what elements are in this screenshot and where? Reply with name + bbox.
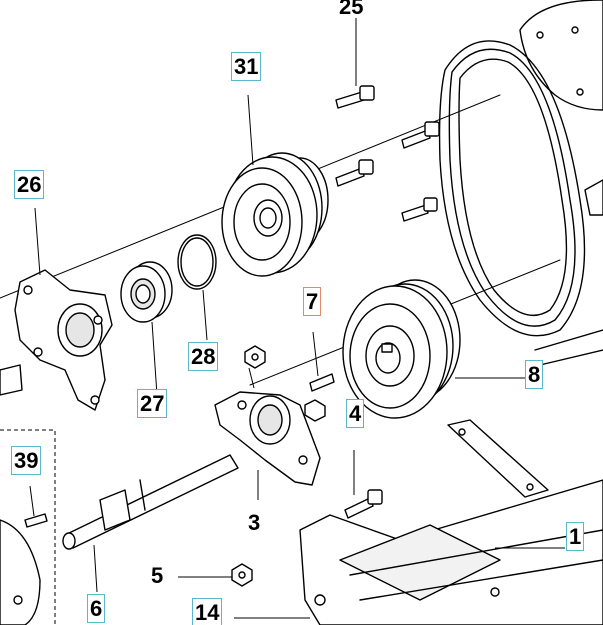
bolt-upper-a bbox=[401, 121, 440, 149]
bolt-upper-b bbox=[335, 159, 374, 187]
bolt-upper-c bbox=[401, 197, 438, 222]
bearing-27 bbox=[120, 261, 173, 323]
callout-4[interactable]: 4 bbox=[346, 399, 365, 428]
bracket-right bbox=[447, 419, 549, 498]
pin-39 bbox=[24, 513, 48, 528]
v-belt bbox=[438, 40, 586, 337]
key-7 bbox=[309, 373, 335, 392]
callout-7[interactable]: 7 bbox=[303, 287, 322, 316]
callout-28[interactable]: 28 bbox=[188, 342, 219, 371]
bolt-4 bbox=[344, 489, 383, 519]
callout-27[interactable]: 27 bbox=[137, 389, 168, 418]
part-edge-right-upper bbox=[584, 179, 603, 216]
callout-39[interactable]: 39 bbox=[11, 446, 42, 475]
callout-14[interactable]: 14 bbox=[192, 598, 223, 625]
disc-bottom-left bbox=[0, 519, 41, 625]
shaft-6 bbox=[62, 454, 239, 550]
callout-5[interactable]: 5 bbox=[151, 563, 164, 588]
hub-26 bbox=[0, 269, 113, 411]
bolt-25 bbox=[335, 85, 375, 109]
nut-small bbox=[244, 345, 266, 369]
callout-1[interactable]: 1 bbox=[566, 522, 585, 551]
callout-26[interactable]: 26 bbox=[14, 170, 45, 199]
callout-6[interactable]: 6 bbox=[87, 594, 106, 623]
pulley-31 bbox=[221, 152, 329, 277]
pulley-8 bbox=[342, 279, 461, 419]
snap-ring-28 bbox=[177, 234, 217, 290]
frame-1 bbox=[299, 479, 603, 625]
callout-25[interactable]: 25 bbox=[339, 0, 364, 19]
bearing-housing-3 bbox=[214, 391, 326, 486]
dashed-group-border bbox=[0, 429, 56, 625]
nut-5 bbox=[231, 563, 253, 587]
part-edge-right-mid bbox=[534, 329, 603, 366]
callout-31[interactable]: 31 bbox=[231, 52, 262, 81]
callout-3[interactable]: 3 bbox=[248, 510, 261, 535]
callout-8[interactable]: 8 bbox=[525, 360, 544, 389]
leader-lines bbox=[29, 18, 565, 619]
disc-top-right bbox=[519, 0, 603, 111]
